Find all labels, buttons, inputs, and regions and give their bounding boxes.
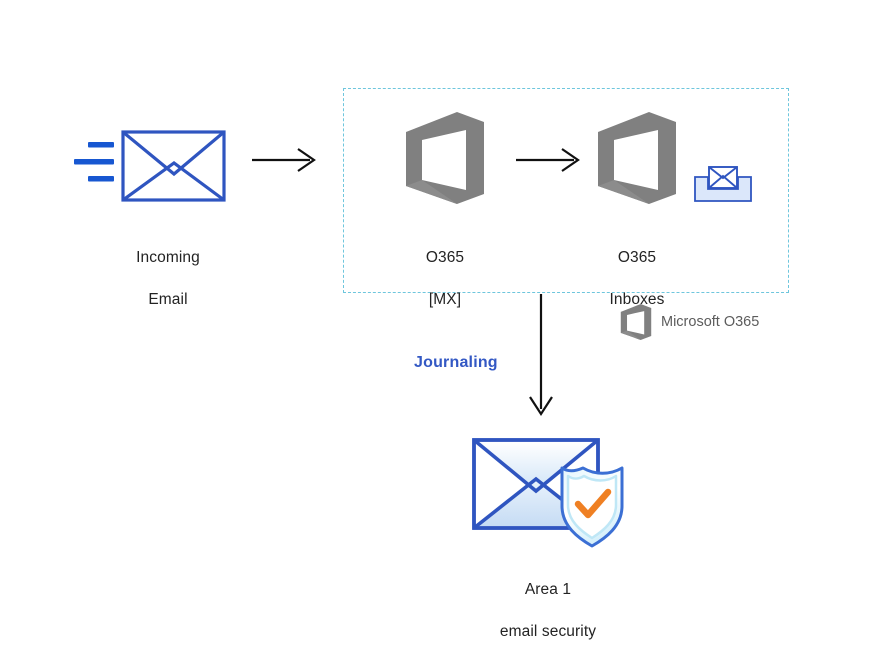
edge-inboxes-to-area1: [527, 294, 555, 420]
caption-line-2: email security: [499, 623, 597, 640]
caption-line-2: Inboxes: [609, 291, 665, 308]
caption-o365-inboxes: O365 Inboxes: [567, 226, 707, 331]
node-incoming-email[interactable]: [70, 126, 230, 206]
caption-area1-email-security: Area 1 email security: [478, 558, 618, 663]
envelope-shield-check-icon: [472, 438, 624, 548]
caption-line-1: O365: [425, 249, 465, 266]
node-area1-email-security[interactable]: [470, 434, 628, 552]
caption-line-1: O365: [617, 249, 657, 266]
envelope-with-speed-lines-icon: [74, 130, 226, 202]
o365-boundary-zone: [343, 88, 789, 293]
node-inbox-tray[interactable]: [694, 163, 752, 203]
arrow-down-icon: [529, 294, 553, 417]
legend-microsoft-o365: Microsoft O365: [620, 303, 759, 341]
node-o365-inboxes[interactable]: [596, 110, 678, 206]
microsoft-o365-icon: [620, 304, 652, 340]
caption-line-2: [MX]: [428, 291, 462, 308]
inbox-tray-envelope-icon: [694, 166, 752, 202]
node-o365-mx[interactable]: [404, 110, 486, 206]
caption-line-1: Incoming: [136, 249, 200, 266]
legend-label: Microsoft O365: [661, 314, 760, 330]
microsoft-o365-icon: [406, 112, 484, 204]
arrow-right-icon: [252, 148, 316, 172]
edge-label-journaling: Journaling: [414, 354, 498, 371]
caption-line-2: Email: [148, 291, 188, 308]
edge-mx-to-inboxes: [516, 146, 584, 174]
microsoft-o365-icon: [598, 112, 676, 204]
arrow-right-icon: [516, 148, 580, 172]
edge-incoming-to-mx: [252, 146, 320, 174]
caption-o365-mx: O365 [MX]: [375, 226, 515, 331]
caption-line-1: Area 1: [524, 581, 572, 598]
caption-incoming-email: Incoming Email: [98, 226, 238, 331]
